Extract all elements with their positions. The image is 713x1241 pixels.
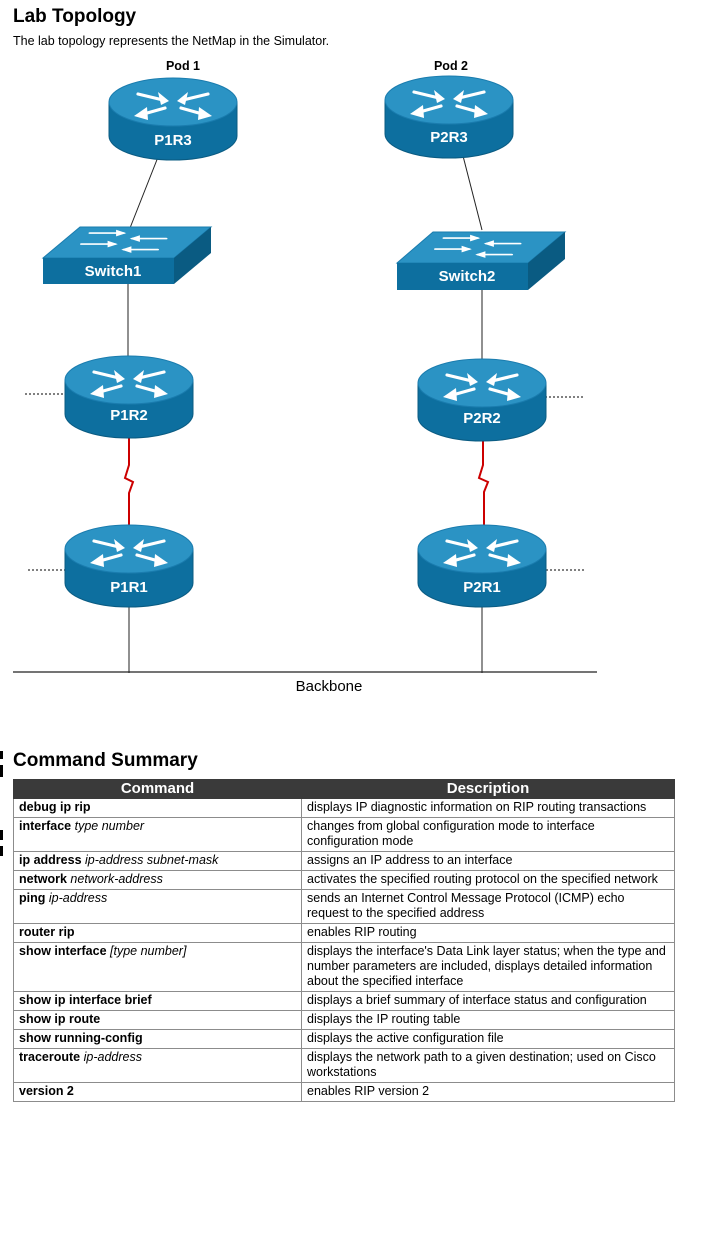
pod1-label: Pod 1	[166, 59, 200, 73]
router-p1r3: P1R3	[109, 78, 237, 160]
lab-topology-diagram: Pod 1 Pod 2 P1R3 P2R3 P1R2 P2R2 P1R1 P2R…	[13, 59, 597, 695]
serial-link-pod2	[477, 440, 490, 526]
command-name: ip address	[19, 853, 82, 867]
description-cell: activates the specified routing protocol…	[301, 870, 675, 890]
description-cell: assigns an IP address to an interface	[301, 851, 675, 871]
page-subtitle: The lab topology represents the NetMap i…	[13, 34, 330, 48]
command-summary-table: Command Description debug ip rip displays…	[13, 779, 675, 1102]
switch-switch2: Switch2	[395, 231, 567, 290]
command-args: network-address	[70, 872, 163, 886]
description-cell: displays the interface's Data Link layer…	[301, 942, 675, 992]
description-cell: displays the IP routing table	[301, 1010, 675, 1030]
command-cell: network network-address	[13, 870, 302, 890]
description-cell: enables RIP routing	[301, 923, 675, 943]
command-cell: show ip interface brief	[13, 991, 302, 1011]
command-cell: show ip route	[13, 1010, 302, 1030]
router-label-p1r1: P1R1	[110, 579, 148, 596]
description-cell: displays the active configuration file	[301, 1029, 675, 1049]
table-row: debug ip rip displays IP diagnostic infor…	[13, 798, 675, 818]
command-args: [type number]	[110, 944, 187, 958]
command-args: ip-address	[83, 1050, 142, 1064]
backbone-label: Backbone	[296, 678, 363, 695]
router-label-p2r2: P2R2	[463, 410, 501, 427]
command-cell: ip address ip-address subnet-mask	[13, 851, 302, 871]
command-name: show running-config	[19, 1031, 143, 1045]
router-label-p1r3: P1R3	[154, 132, 192, 149]
page-title: Lab Topology	[13, 6, 137, 27]
margin-mark	[0, 765, 3, 777]
switch-label-switch2: Switch2	[439, 268, 496, 285]
table-row: show running-config displays the active c…	[13, 1029, 675, 1049]
description-cell: enables RIP version 2	[301, 1082, 675, 1102]
command-cell: router rip	[13, 923, 302, 943]
command-args: ip-address subnet-mask	[85, 853, 219, 867]
table-row: router rip enables RIP routing	[13, 923, 675, 943]
router-label-p1r2: P1R2	[110, 407, 148, 424]
command-name: debug ip rip	[19, 800, 91, 814]
description-cell: displays a brief summary of interface st…	[301, 991, 675, 1011]
router-label-p2r1: P2R1	[463, 579, 501, 596]
command-name: ping	[19, 891, 46, 905]
router-p1r1: P1R1	[65, 525, 193, 607]
switch-switch1: Switch1	[41, 226, 213, 284]
command-cell: show running-config	[13, 1029, 302, 1049]
command-cell: show interface [type number]	[13, 942, 302, 992]
table-row: version 2 enables RIP version 2	[13, 1082, 675, 1102]
command-name: show ip route	[19, 1012, 101, 1026]
description-cell: displays IP diagnostic information on RI…	[301, 798, 675, 818]
command-name: show ip interface brief	[19, 993, 152, 1007]
command-cell: traceroute ip-address	[13, 1048, 302, 1083]
command-args: ip-address	[48, 891, 108, 905]
command-summary-title: Command Summary	[13, 750, 198, 771]
switch-label-switch1: Switch1	[85, 263, 142, 280]
command-name: interface	[19, 819, 72, 833]
table-row: show ip interface brief displays a brief …	[13, 991, 675, 1011]
router-p1r2: P1R2	[65, 356, 193, 438]
command-name: version 2	[19, 1084, 74, 1098]
command-cell: interface type number	[13, 817, 302, 852]
command-cell: ping ip-address	[13, 889, 302, 924]
table-row: show ip route displays the IP routing tab…	[13, 1010, 675, 1030]
description-cell: sends an Internet Control Message Protoc…	[301, 889, 675, 924]
description-cell: displays the network path to a given des…	[301, 1048, 675, 1083]
column-header-command: Command	[13, 779, 302, 799]
serial-link-pod1	[123, 438, 135, 525]
pod2-label: Pod 2	[434, 59, 468, 73]
command-name: show interface	[19, 944, 107, 958]
router-p2r1: P2R1	[418, 525, 546, 607]
table-row: show interface [type number]displays the…	[13, 942, 675, 992]
router-label-p2r3: P2R3	[430, 129, 468, 146]
margin-mark	[0, 846, 3, 856]
margin-mark	[0, 751, 3, 759]
column-header-description: Description	[301, 779, 675, 799]
description-cell: changes from global configuration mode t…	[301, 817, 675, 852]
command-name: router rip	[19, 925, 75, 939]
command-args: type number	[74, 819, 145, 833]
router-p2r3: P2R3	[385, 76, 513, 158]
command-name: network	[19, 872, 67, 886]
router-p2r2: P2R2	[418, 359, 546, 441]
margin-mark	[0, 830, 3, 840]
command-cell: debug ip rip	[13, 798, 302, 818]
command-name: traceroute	[19, 1050, 81, 1064]
command-cell: version 2	[13, 1082, 302, 1102]
